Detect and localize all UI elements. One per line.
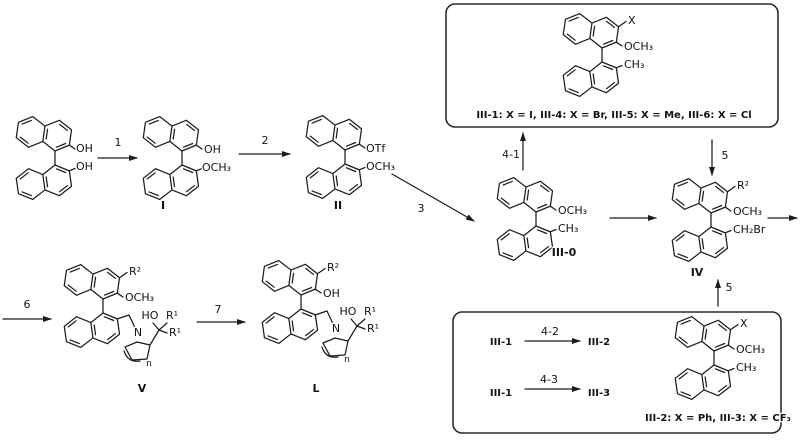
naphthalene-ring — [670, 224, 730, 264]
arrow-label-2: 2 — [262, 134, 269, 147]
structure-binol: OH OH — [14, 114, 94, 202]
nitrogen-label: N — [134, 326, 142, 339]
naphthalene-ring — [62, 262, 122, 302]
substituent-upper: OCH₃ — [736, 343, 765, 356]
compound-label-III0: III-0 — [552, 246, 577, 259]
bonds — [102, 271, 128, 314]
compound-label-V: V — [138, 382, 147, 395]
substituent-upper: OCH₃ — [733, 205, 762, 218]
arrow-label-7: 7 — [215, 303, 222, 316]
arrow-label-5-bottom: 5 — [726, 281, 733, 294]
substituent-lower: OCH₃ — [202, 161, 231, 174]
naphthalene-ring — [561, 11, 621, 51]
bonds — [300, 267, 326, 310]
substituent-upper: OTf — [366, 142, 386, 155]
arrow-label-4-1: 4-1 — [502, 148, 520, 161]
structure-II: OTf OCH₃ — [304, 113, 396, 201]
box-top-caption: III-1: X = I, III-4: X = Br, III-5: X = … — [476, 110, 751, 121]
substituent-lower: OCH₃ — [366, 160, 395, 173]
hydroxyl-label: HO — [142, 309, 159, 322]
substituent-lower: OH — [76, 160, 93, 173]
compound-label-L: L — [312, 382, 319, 395]
arrow-label-1: 1 — [115, 136, 122, 149]
nitrogen-label: N — [332, 322, 340, 335]
box-bottom-caption: III-2: X = Ph, III-3: X = CF₃ — [645, 413, 791, 424]
naphthalene-ring — [14, 162, 74, 202]
structure-I: OH OCH₃ — [141, 114, 232, 202]
variant-box-top — [445, 3, 779, 128]
compound-label-II: II — [334, 199, 342, 212]
substituent-upper: OCH₃ — [558, 204, 587, 217]
substituent-3: R² — [129, 265, 141, 278]
bonds — [344, 143, 366, 171]
arrow-label-3: 3 — [418, 202, 425, 215]
bonds — [181, 144, 203, 172]
structure-box-top: X OCH₃ CH₃ — [561, 11, 654, 99]
bonds — [710, 185, 736, 234]
substituent-lower: CH₃ — [624, 58, 644, 71]
compound-label-I: I — [161, 199, 165, 212]
substituent-lower: CH₃ — [558, 222, 578, 235]
hydroxyl-label: HO — [340, 305, 357, 318]
structure-IV: R² OCH₃ CH₂Br — [670, 176, 767, 264]
substituent-upper: OCH₃ — [624, 40, 653, 53]
naphthalene-ring — [260, 258, 320, 298]
substituent-upper: OH — [204, 143, 221, 156]
substituent-upper: OH — [76, 142, 93, 155]
structure-box-bottom: X OCH₃ CH₃ — [673, 314, 766, 402]
arrow-label-5-top: 5 — [722, 149, 729, 162]
naphthalene-ring — [141, 162, 201, 202]
naphthalene-ring — [561, 59, 621, 99]
naphthalene-ring — [673, 314, 733, 354]
substituent-lower: CH₂Br — [733, 223, 766, 236]
structure-V: R² OCH₃ — [62, 262, 155, 350]
naphthalene-ring — [62, 310, 122, 350]
variant-box-bottom — [452, 311, 782, 434]
naphthalene-ring — [260, 306, 320, 346]
row1-to: III-2 — [588, 337, 610, 348]
substituent-upper: OH — [323, 287, 340, 300]
bonds — [601, 20, 627, 69]
substituent-upper: OCH₃ — [125, 291, 154, 304]
substituent-lower: CH₃ — [736, 361, 756, 374]
arrow-label-6: 6 — [24, 298, 31, 311]
r1-label: R¹ — [367, 322, 379, 335]
ring-size-n: n — [344, 355, 350, 365]
substituent-3: R² — [327, 261, 339, 274]
row2-to: III-3 — [588, 388, 610, 399]
naphthalene-ring — [14, 114, 74, 154]
naphthalene-ring — [304, 161, 364, 201]
arrow-label-4-2: 4-2 — [541, 325, 559, 338]
naphthalene-ring — [304, 113, 364, 153]
row1-from: III-1 — [490, 337, 512, 348]
bonds — [54, 144, 76, 172]
structure-III0: OCH₃ CH₃ — [495, 175, 588, 263]
bonds — [535, 205, 557, 233]
aminoalcohol-bonds-L — [314, 310, 366, 358]
naphthalene-ring — [141, 114, 201, 154]
row2-from: III-1 — [490, 388, 512, 399]
naphthalene-ring — [495, 223, 555, 263]
bonds — [713, 323, 739, 372]
r1-label: R¹ — [169, 326, 181, 339]
structure-L: R² OH — [260, 258, 341, 346]
r1-label: R¹ — [364, 305, 376, 318]
substituent-3: X — [740, 317, 748, 330]
aminoalcohol-bonds-V — [116, 314, 168, 362]
ring-size-n: n — [146, 359, 152, 369]
naphthalene-ring — [673, 362, 733, 402]
arrow-step-3 — [391, 173, 475, 222]
substituent-3: X — [628, 14, 636, 27]
substituent-3: R² — [737, 179, 749, 192]
naphthalene-ring — [495, 175, 555, 215]
naphthalene-ring — [670, 176, 730, 216]
r1-label: R¹ — [166, 309, 178, 322]
arrow-label-4-3: 4-3 — [540, 373, 558, 386]
compound-label-IV: IV — [691, 266, 704, 279]
